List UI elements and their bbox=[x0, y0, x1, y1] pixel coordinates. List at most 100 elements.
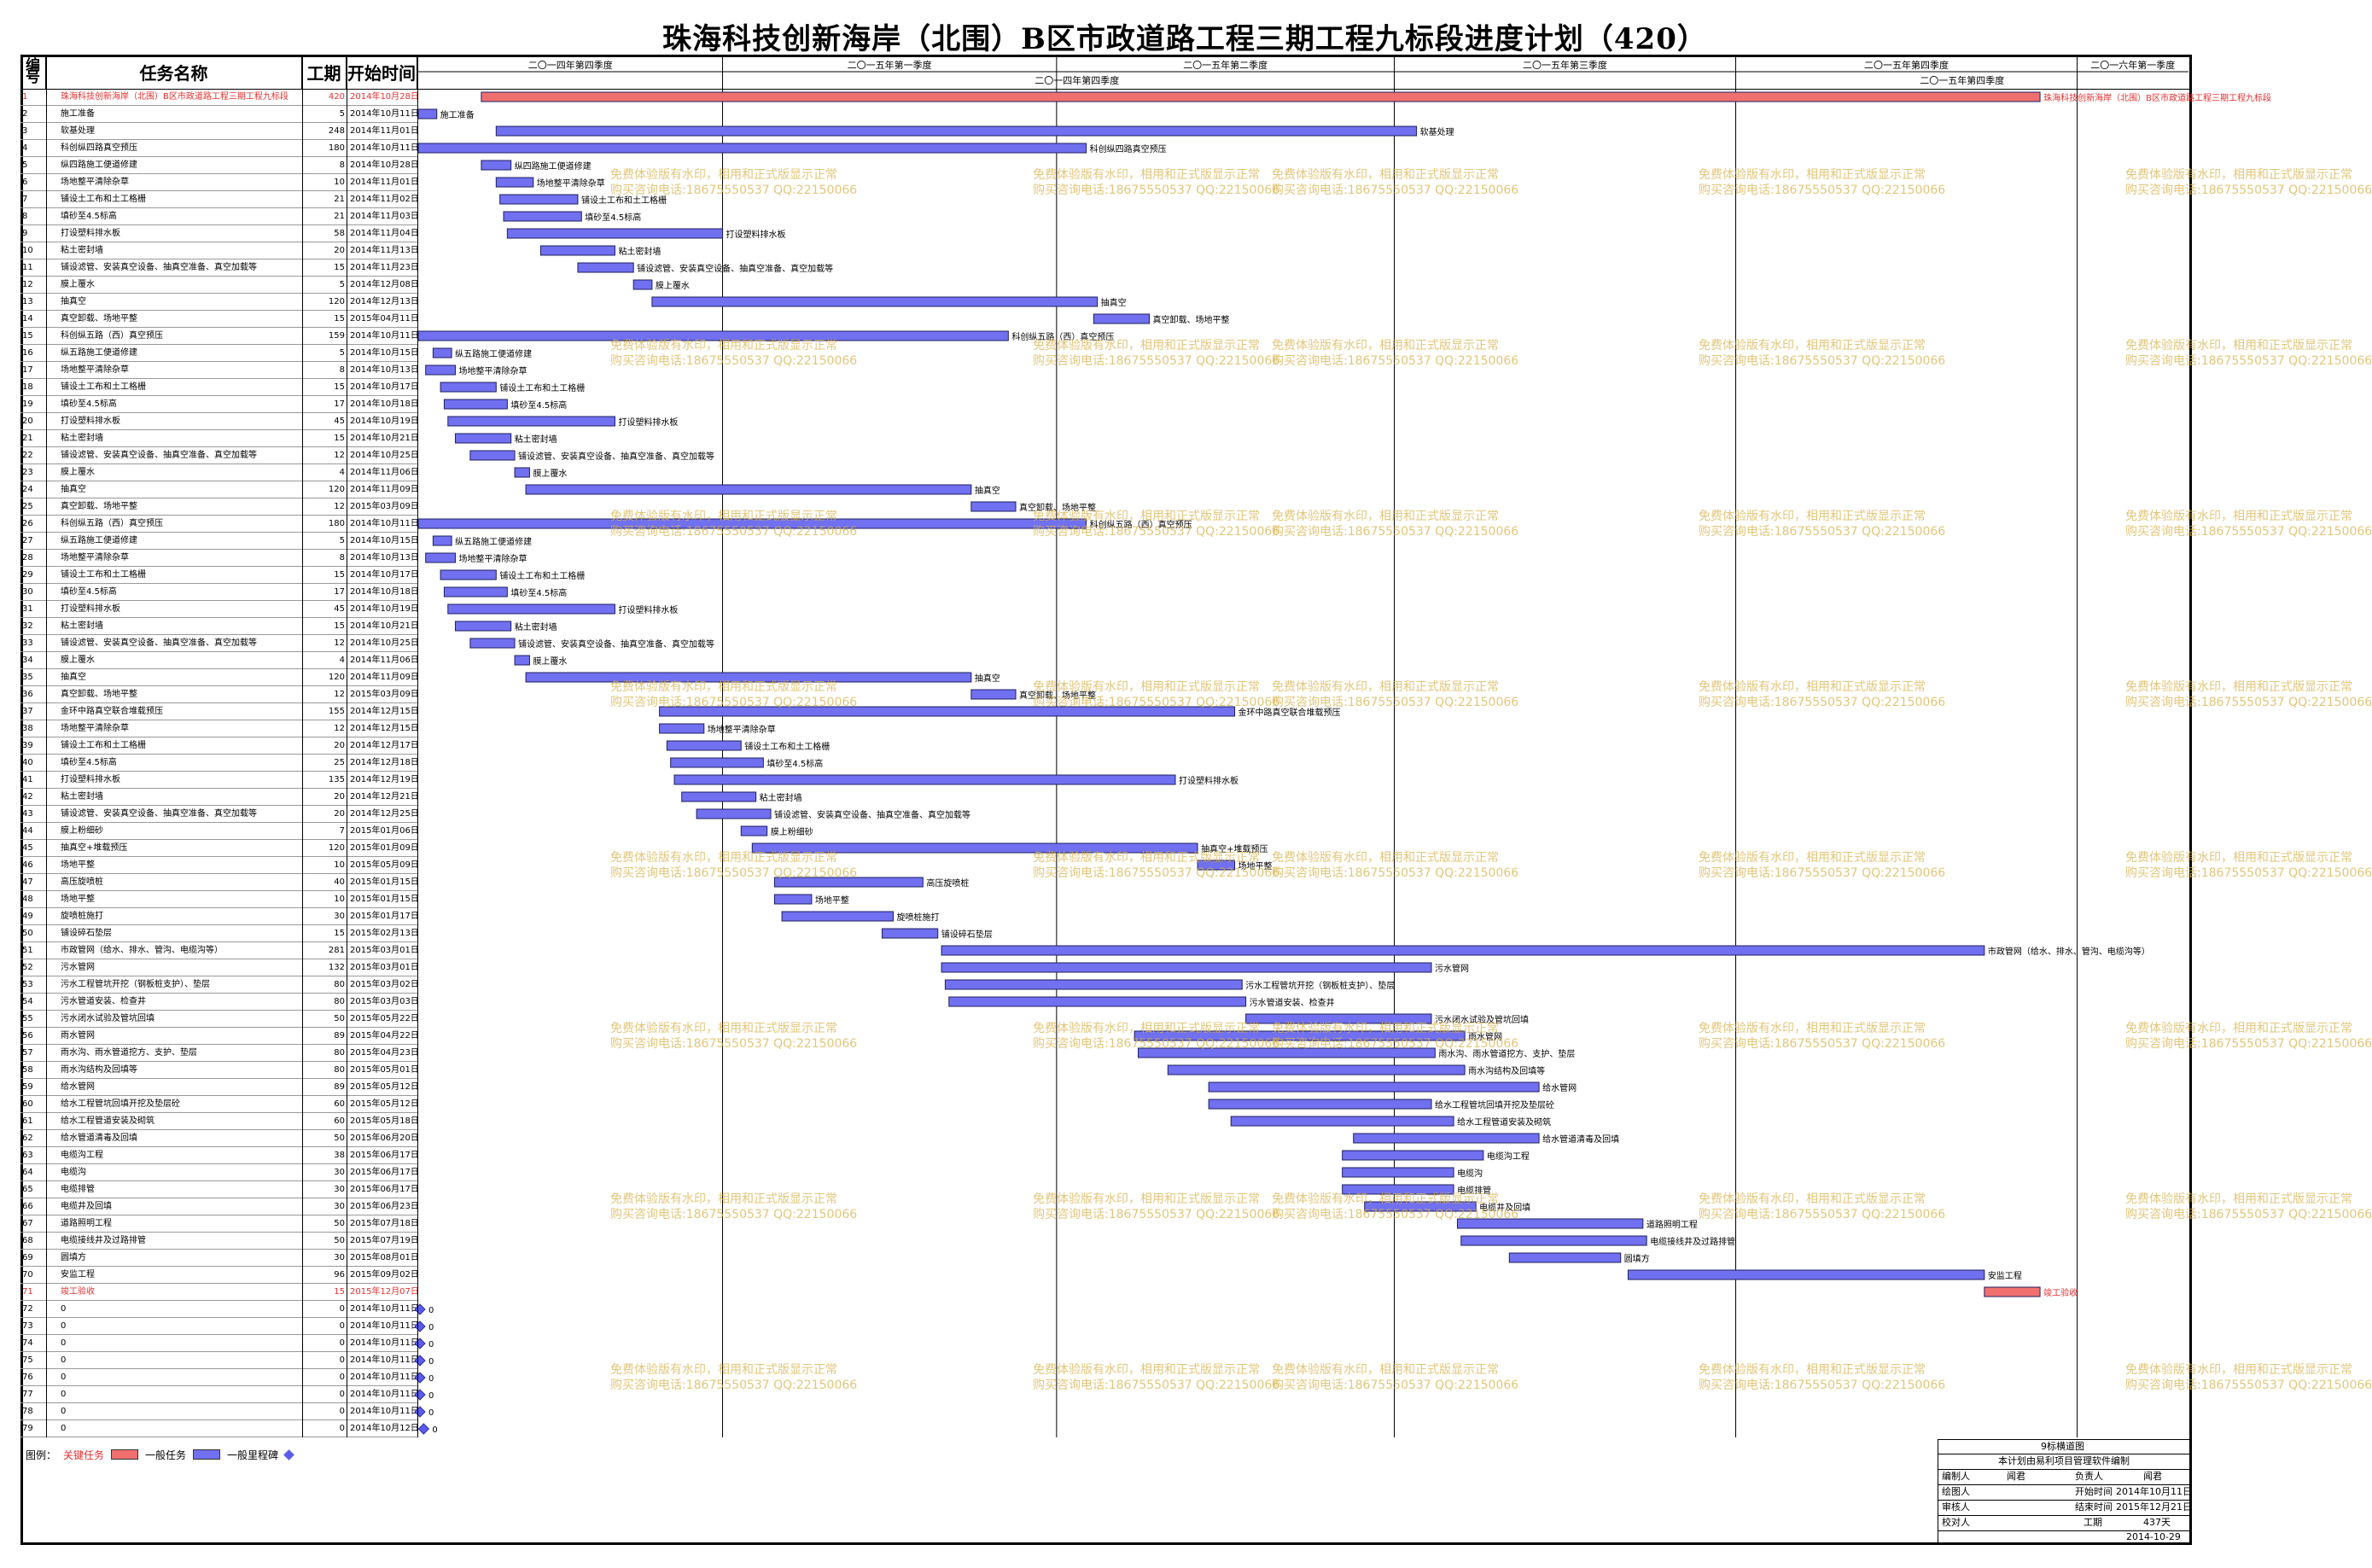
bar-label: 填砂至4.5标高 bbox=[510, 399, 567, 411]
bar-label: 铺设滤管、安装真空设备、抽真空准备、真空加载等 bbox=[774, 809, 970, 820]
task-id: 6 bbox=[22, 178, 28, 187]
watermark-text: 免费体验版有水印，相用和正式版显示正常购买咨询电话:18675550537 QQ… bbox=[610, 338, 857, 369]
task-bar bbox=[432, 535, 452, 546]
watermark-line-2: 购买咨询电话:18675550537 QQ:22150066 bbox=[1033, 1037, 1280, 1051]
timescale-lower-label: 二〇一四年第四季度 bbox=[1034, 74, 1119, 86]
bar-label: 污水闭水试验及管坑回填 bbox=[1435, 1014, 1529, 1025]
task-id: 22 bbox=[22, 451, 33, 460]
watermark-line-1: 免费体验版有水印，相用和正式版显示正常 bbox=[610, 1363, 837, 1377]
task-duration: 12 bbox=[334, 690, 345, 699]
task-id: 72 bbox=[22, 1304, 33, 1314]
watermark-line-1: 免费体验版有水印，相用和正式版显示正常 bbox=[610, 851, 837, 865]
task-id: 71 bbox=[22, 1287, 33, 1297]
task-bar bbox=[659, 706, 1236, 717]
task-duration: 120 bbox=[328, 485, 345, 494]
task-duration: 20 bbox=[334, 741, 345, 750]
task-duration: 420 bbox=[328, 92, 345, 102]
watermark-text: 免费体验版有水印，相用和正式版显示正常购买咨询电话:18675550537 QQ… bbox=[1272, 509, 1518, 539]
task-bar bbox=[447, 603, 615, 615]
task-start: 2014年10月11日 bbox=[350, 331, 419, 341]
bar-label: 污水工程管坑开挖（钢板桩支护）、垫层 bbox=[1245, 980, 1395, 991]
watermark-line-1: 免费体验版有水印，相用和正式版显示正常 bbox=[610, 1192, 837, 1206]
task-name: 打设塑料排水板 bbox=[61, 417, 120, 426]
bar-label: 铺设土工布和土工格栅 bbox=[499, 570, 585, 581]
bar-label: 珠海科技创新海岸（北围）B区市政道路工程三期工程九标段 bbox=[2043, 92, 2271, 103]
task-id: 30 bbox=[22, 587, 33, 597]
watermark-text: 免费体验版有水印，相用和正式版显示正常购买咨询电话:18675550537 QQ… bbox=[2125, 1362, 2372, 1393]
task-name: 场地平整 bbox=[61, 860, 95, 870]
task-duration: 21 bbox=[334, 195, 345, 204]
task-id: 38 bbox=[22, 724, 33, 733]
task-id: 36 bbox=[22, 690, 33, 699]
task-id: 56 bbox=[22, 1031, 33, 1040]
task-name: 场地整平清除杂草 bbox=[61, 178, 129, 187]
bar-label: 0 bbox=[428, 1357, 434, 1367]
task-duration: 159 bbox=[328, 331, 345, 341]
task-duration: 7 bbox=[339, 826, 345, 836]
bar-label: 抽真空 bbox=[975, 673, 1000, 684]
timescale-upper-label: 二〇一五年第二季度 bbox=[1183, 59, 1268, 71]
watermark-line-1: 免费体验版有水印，相用和正式版显示正常 bbox=[1699, 680, 1926, 694]
task-bar bbox=[1364, 1201, 1477, 1212]
bar-label: 0 bbox=[428, 1323, 434, 1332]
bar-label: 道路照明工程 bbox=[1646, 1219, 1698, 1230]
watermark-line-1: 免费体验版有水印，相用和正式版显示正常 bbox=[610, 168, 837, 182]
task-id: 21 bbox=[22, 434, 33, 443]
watermark-text: 免费体验版有水印，相用和正式版显示正常购买咨询电话:18675550537 QQ… bbox=[2125, 679, 2372, 710]
task-id: 52 bbox=[22, 963, 33, 972]
task-start: 2014年10月11日 bbox=[350, 109, 419, 119]
bar-label: 竣工验收 bbox=[2043, 1287, 2078, 1298]
task-id: 64 bbox=[22, 1168, 33, 1177]
task-start: 2014年10月11日 bbox=[350, 1355, 419, 1365]
task-duration: 30 bbox=[334, 1185, 345, 1194]
watermark-line-1: 免费体验版有水印，相用和正式版显示正常 bbox=[1699, 851, 1926, 865]
task-id: 54 bbox=[22, 997, 33, 1006]
watermark-line-1: 免费体验版有水印，相用和正式版显示正常 bbox=[1033, 1363, 1260, 1377]
task-name: 电缆沟工程 bbox=[61, 1151, 103, 1160]
task-id: 48 bbox=[22, 895, 33, 904]
task-start: 2015年03月03日 bbox=[350, 997, 419, 1006]
task-duration: 15 bbox=[334, 314, 345, 324]
task-name: 填砂至4.5标高 bbox=[61, 587, 117, 597]
bar-label: 电缆井及回填 bbox=[1479, 1202, 1530, 1213]
task-name: 粘土密封墙 bbox=[61, 434, 103, 443]
task-start: 2015年04月23日 bbox=[350, 1048, 419, 1058]
task-bar bbox=[659, 723, 705, 734]
watermark-line-1: 免费体验版有水印，相用和正式版显示正常 bbox=[1699, 168, 1926, 182]
task-name: 污水工程管坑开挖（钢板桩支护）、垫层 bbox=[61, 980, 210, 989]
task-name: 软基处理 bbox=[61, 126, 95, 136]
task-start: 2015年05月18日 bbox=[350, 1116, 419, 1126]
task-bar bbox=[696, 808, 772, 819]
task-id: 23 bbox=[22, 468, 33, 477]
task-start: 2014年10月28日 bbox=[350, 160, 419, 170]
task-bar bbox=[443, 399, 508, 410]
watermark-text: 免费体验版有水印，相用和正式版显示正常购买咨询电话:18675550537 QQ… bbox=[610, 1362, 857, 1393]
task-start: 2014年12月18日 bbox=[350, 758, 419, 767]
task-bar bbox=[432, 347, 452, 358]
task-id: 75 bbox=[22, 1355, 33, 1365]
bar-label: 电缆接线井及过路排管 bbox=[1650, 1236, 1735, 1247]
watermark-line-2: 购买咨询电话:18675550537 QQ:22150066 bbox=[1699, 866, 1946, 880]
watermark-line-1: 免费体验版有水印，相用和正式版显示正常 bbox=[1699, 510, 1926, 523]
task-duration: 5 bbox=[339, 348, 345, 358]
task-duration: 15 bbox=[334, 434, 345, 443]
watermark-line-2: 购买咨询电话:18675550537 QQ:22150066 bbox=[1033, 696, 1280, 709]
task-name: 填砂至4.5标高 bbox=[61, 212, 117, 221]
bar-label: 给水工程管坑回填开挖及垫层砼 bbox=[1435, 1099, 1554, 1110]
watermark-line-2: 购买咨询电话:18675550537 QQ:22150066 bbox=[610, 184, 858, 197]
task-start: 2015年09月02日 bbox=[350, 1270, 419, 1279]
bar-label: 0 bbox=[428, 1306, 434, 1315]
task-bar bbox=[525, 484, 972, 495]
task-start: 2015年01月15日 bbox=[350, 877, 419, 887]
task-name: 铺设滤管、安装真空设备、抽真空准备、真空加载等 bbox=[61, 809, 257, 819]
task-name: 填砂至4.5标高 bbox=[61, 758, 117, 767]
